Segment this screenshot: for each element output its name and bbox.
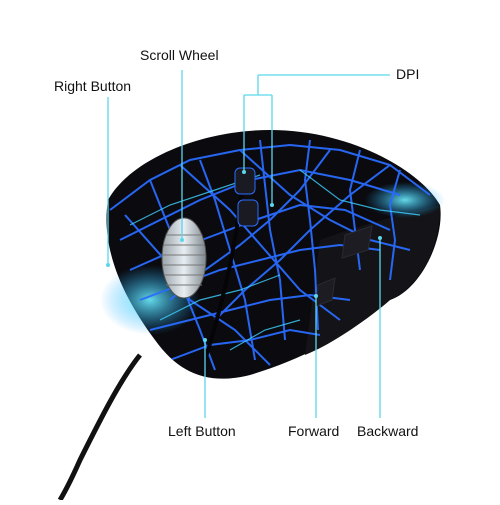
forward-label: Forward (288, 423, 340, 439)
mouse-body (100, 130, 445, 379)
right-button-label: Right Button (54, 78, 132, 94)
scroll-wheel-shape (161, 217, 207, 299)
mouse-cable (57, 353, 142, 502)
leader-lines (107, 70, 390, 418)
scroll-wheel-label: Scroll Wheel (140, 47, 219, 63)
left-button-label: Left Button (168, 423, 236, 439)
backward-button-shape (341, 225, 373, 259)
dpi-buttons-shape (234, 167, 259, 227)
dpi-label: DPI (396, 66, 420, 82)
forward-button-shape (315, 277, 336, 307)
backward-label: Backward (357, 423, 419, 439)
